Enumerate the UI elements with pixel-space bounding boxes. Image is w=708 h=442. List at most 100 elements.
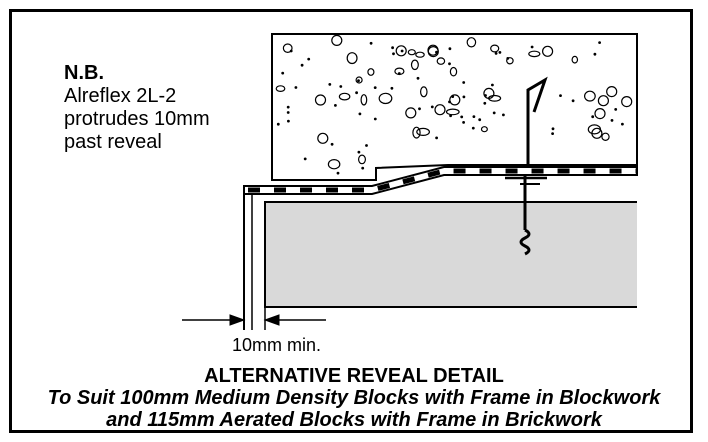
aggregate-dot [483,101,487,105]
aggregate-dot [462,121,465,124]
aggregate-dot [448,100,451,104]
drawing-border [9,9,693,433]
aggregate-dot [334,104,337,107]
aggregate-dot [365,144,368,147]
aggregate-dot [339,85,343,88]
aggregate-dot [418,107,421,111]
aggregate-dot [462,95,466,99]
aggregate-dot [416,76,420,80]
aggregate-dot [471,126,475,130]
aggregate-dot [472,115,476,118]
dimension-arrows [182,314,326,326]
aggregate-stone [367,68,375,76]
aggregate-stone [338,92,351,101]
aggregate-dot [593,52,597,56]
alreflex-membrane [243,166,638,195]
aggregate-stone [419,86,428,98]
aggregate-dot [373,86,377,89]
aggregate-dot [559,94,562,97]
aggregate-dot [336,171,340,175]
aggregate-pebble [597,95,610,107]
aggregate-dot [448,47,452,51]
aggregate-pebble [541,45,554,57]
aggregate-dot [286,111,290,114]
aggregate-stone [488,94,502,102]
aggregate-pebble [591,127,603,139]
caption-subtitle-1: To Suit 100mm Medium Density Blocks with… [47,387,661,409]
note-heading: N.B. [64,62,104,84]
aggregate-dot [276,122,280,126]
aggregate-pebble [331,34,343,47]
aggregate-dot [287,119,290,123]
aggregate-stone [449,66,458,77]
aggregate-stone [275,85,286,92]
aggregate-dot [591,115,595,119]
aggregate-stone [360,94,368,106]
aggregate-stone [358,154,367,165]
aggregate-dot [460,115,464,119]
aggregate-dot [462,81,466,84]
note-line-1: Alreflex 2L-2 [64,85,177,107]
aggregate-dot [307,57,311,61]
masonry-block-outline [264,201,637,308]
wall-tie-anchor [505,76,548,256]
aggregate-stone [490,44,500,53]
aggregate-stone [480,126,488,133]
aggregate-pebble [395,45,407,57]
aggregate-dot [492,111,496,115]
aggregate-stone [282,43,293,53]
aggregate-dot [571,99,575,103]
aggregate-dot [491,83,494,87]
aggregate-dot [358,112,362,116]
aggregate-pebble [434,104,446,116]
aggregate-dot [361,166,365,170]
aggregate-dot [551,132,554,136]
concrete-block-section [271,33,638,181]
aggregate-dot [390,86,394,90]
aggregate-pebble [405,107,417,119]
note-line-3: past reveal [64,131,162,153]
aggregate-dot [392,52,395,56]
aggregate-dot [610,119,614,122]
aggregate-dot [355,91,358,95]
aggregate-stone [415,51,425,58]
aggregate-stone [355,76,363,84]
aggregate-stone [407,49,416,56]
caption-subtitle-2: and 115mm Aerated Blocks with Frame in B… [106,409,602,431]
aggregate-pebble [314,94,327,106]
aggregate-dot [451,95,455,98]
aggregate-stone [466,37,477,48]
aggregate-dot [294,86,298,89]
aggregate-dot [430,105,434,109]
aggregate-dot [614,108,618,111]
aggregate-dot [391,46,394,50]
aggregate-stone [601,132,610,141]
aggregate-dot [369,41,373,45]
concrete-aggregate-texture [275,34,633,175]
aggregate-dot [303,157,307,161]
aggregate-stone [412,126,421,139]
aggregate-dot [448,62,451,66]
aggregate-dot [478,118,482,122]
aggregate-pebble [606,85,618,98]
aggregate-dot [551,127,555,131]
aggregate-dot [400,49,404,53]
aggregate-dot [373,117,377,121]
masonry-block [265,202,637,307]
note-block: N.B. Alreflex 2L-2 protrudes 10mm past r… [64,62,210,154]
aggregate-pebble [427,45,439,58]
aggregate-pebble [621,95,633,108]
aggregate-stone [445,108,460,116]
aggregate-dot [494,52,498,55]
note-line-2: protrudes 10mm [64,108,210,130]
aggregate-stone [506,57,514,65]
aggregate-stone [410,59,419,71]
aggregate-dot [435,136,438,140]
aggregate-dot [621,122,624,126]
aggregate-stone [528,50,541,58]
aggregate-dot [286,105,290,109]
aggregate-dot [502,113,505,117]
aggregate-pebble [594,107,606,120]
aggregate-stone [436,57,446,65]
